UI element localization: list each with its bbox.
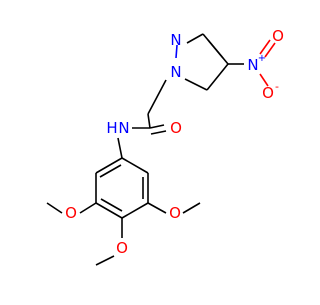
atom-o-nitro-top: O [272, 27, 284, 45]
charge-nitro-n: + [258, 53, 266, 64]
bond-carbonyl-o-double [150, 130, 167, 135]
bond-ar3-ar4 [95, 202, 123, 219]
bond-nitro-o-top [259, 39, 271, 55]
bond-carbonyl-o [149, 124, 165, 129]
atom-o-methoxy-bottom: O [116, 239, 128, 257]
bond-ch2-carbonyl [147, 113, 151, 129]
atom-o-methoxy-right: O [169, 204, 181, 222]
bond-n1-ch2 [147, 79, 167, 115]
bond-o-bottom-ch3 [95, 255, 115, 266]
bond-ar1-ar2-double [99, 164, 122, 178]
structure-canvas: N N N + O O - O H N O O O [46, 27, 284, 266]
atom-h-amide: H [106, 119, 117, 137]
bond-c5-n1 [184, 78, 208, 91]
bond-n2-c3 [186, 33, 204, 44]
bond-ar6-ar1 [121, 157, 149, 174]
bond-ar3-o-left [79, 202, 97, 214]
charge-nitro-o: - [275, 80, 279, 93]
bond-c3-c4-double [207, 39, 224, 59]
atom-n-amide: N [118, 119, 129, 137]
atom-n-pyrazole-2: N [170, 31, 181, 49]
atom-o-amide: O [170, 119, 182, 137]
bond-ar4-ar5 [121, 202, 149, 219]
bonds [46, 33, 276, 266]
bond-ar1-ar2 [95, 157, 123, 174]
bond-o-right-ch3 [182, 202, 201, 214]
bond-n1-n2 [175, 44, 178, 59]
bond-n-aryl [117, 137, 123, 159]
atom-n-nitro: N [247, 56, 258, 74]
molecule-diagram: N N N + O O - O H N O O O [46, 27, 284, 266]
bond-nitro-o-top-double [264, 42, 276, 58]
bond-ar5-o-right [147, 202, 167, 214]
bond-o-left-ch3 [46, 202, 63, 214]
atom-labels: N N N + O O - O H N O O O [65, 27, 284, 257]
bond-ar3-ar4-double [100, 198, 123, 212]
atom-o-nitro-bottom: O [262, 84, 274, 102]
atom-n-pyrazole-1: N [170, 63, 181, 81]
atom-o-methoxy-left: O [65, 204, 77, 222]
bond-nitro-o-bottom [259, 73, 269, 87]
bond-c4-c5 [206, 63, 229, 91]
